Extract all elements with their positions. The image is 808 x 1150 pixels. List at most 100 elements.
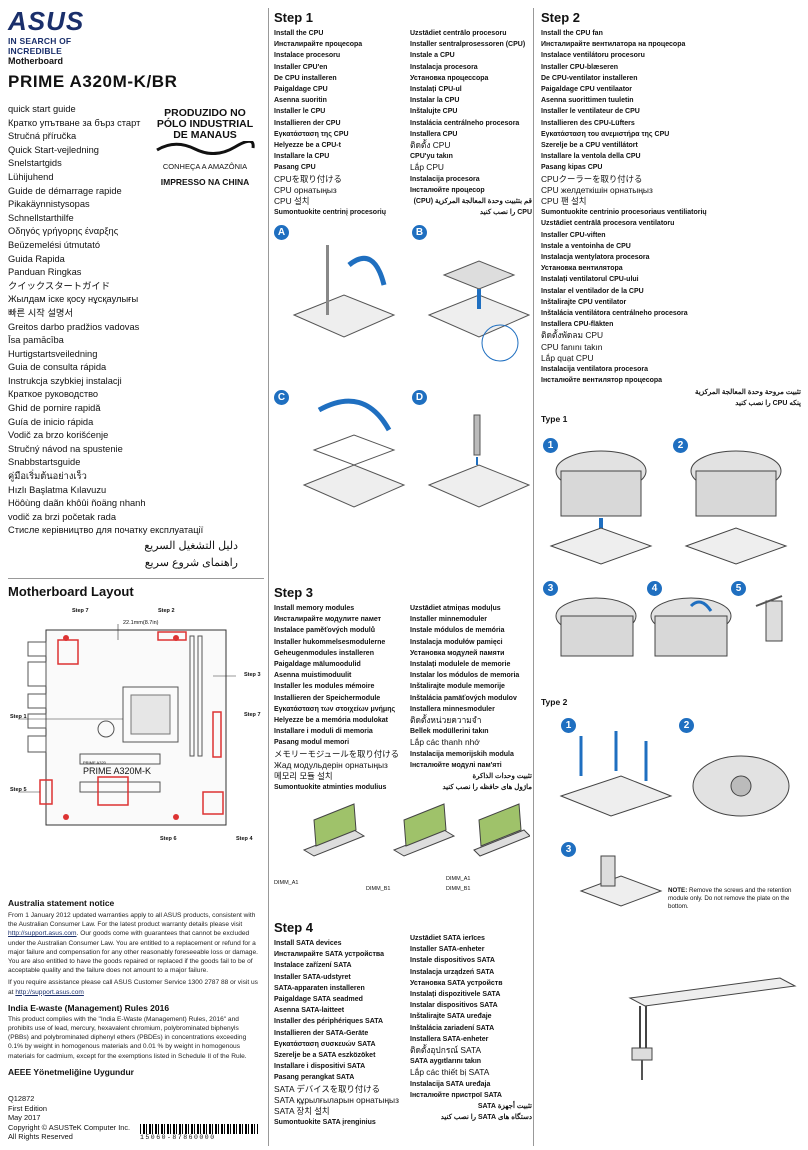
dimm-label: DIMM_B1 <box>366 886 391 892</box>
step4-line: Instalați dispozitivele SATA <box>410 991 501 999</box>
guide-title-rtl: دليل التشغيل السريع <box>144 540 238 552</box>
layout-label-step2: Step 2 <box>158 608 175 614</box>
layout-label-step4: Step 4 <box>236 836 253 842</box>
guide-title: Schnellstarthilfe <box>8 212 74 223</box>
footer-line: Q12872 <box>8 1094 35 1103</box>
guide-title: クイックスタートガイド <box>8 280 110 291</box>
guide-title: Guide de démarrage rapide <box>8 185 122 196</box>
step4-line: Installer des périphériques SATA <box>274 1018 384 1026</box>
step3-line-rtl: تثبيت وحدات الذاكرة <box>472 773 532 781</box>
step1-line: Pasang CPU <box>274 164 316 172</box>
step4-line: Installare i dispositivi SATA <box>274 1063 366 1071</box>
note-label: NOTE: <box>668 887 688 894</box>
step3-line: Installer hukommelsesmodulerne <box>274 638 386 646</box>
step3-title: Step 3 <box>274 585 314 600</box>
step4-line: Sumontuokite SATA įrenginius <box>274 1119 376 1127</box>
step4-line: SATA 장치 설치 <box>274 1106 330 1117</box>
guide-title: Hurtigstartsveiledning <box>8 348 98 359</box>
step4-line: Uzstādiet SATA ierīces <box>410 935 485 942</box>
type2-step3-badge: 3 <box>561 842 576 857</box>
step4-line-rtl: دستگاه های SATA را نصب کنید <box>440 1114 532 1122</box>
step2-line: CPU 팬 설치 <box>541 196 587 207</box>
step4-line: Instalacija SATA uređaja <box>410 1080 491 1088</box>
fig-b-badge: B <box>412 225 427 240</box>
layout-label-step6: Step 6 <box>160 836 177 842</box>
notices: Australia statement notice From 1 Januar… <box>8 898 258 1077</box>
type2-label: Type 2 <box>541 697 568 707</box>
step1-line: Installer le CPU <box>274 108 326 116</box>
type1-step3-badge: 3 <box>543 581 558 596</box>
turkey-title: AEEE Yönetmeliğine Uygundur <box>8 1066 134 1077</box>
step1-line: CPU'yu takın <box>410 153 453 161</box>
type1-figures: 1 2 3 4 5 <box>541 436 801 686</box>
step1-line: Instalați CPU-ul <box>410 86 462 94</box>
step2-line: Installare la ventola della CPU <box>541 153 641 161</box>
step2-line: Instalar el ventilador de la CPU <box>541 287 644 295</box>
support-link-2[interactable]: http://support.asus.com <box>15 988 84 996</box>
step1-line: Paigaldage CPU <box>274 86 328 94</box>
step3-line: Installer minnemoduler <box>410 616 488 624</box>
guide-title: คู่มือเริ่มต้นอย่างเร็ว <box>8 471 87 482</box>
au-assist-text: If you require assistance please call AS… <box>8 979 258 996</box>
step3-line: Installera minnesmoduler <box>410 705 495 713</box>
step2-line: De CPU-ventilator installeren <box>541 74 638 82</box>
step1-title: Step 1 <box>274 10 314 25</box>
sata-illustration <box>628 977 797 1080</box>
guide-title: Краткое руководство <box>8 389 99 400</box>
step1-line: Інсталюйте процесор <box>410 186 485 194</box>
step4-line: Installer SATA-udstyret <box>274 973 351 981</box>
guide-title: Pikakäynnistysopas <box>8 199 90 210</box>
step3-line: Жад модульдерін орнатыңыз <box>274 759 388 770</box>
stamp-line5: IMPRESSO NA CHINA <box>160 177 250 187</box>
step4-line: Paigaldage SATA seadmed <box>274 996 363 1004</box>
guide-title: Guia de consulta rápida <box>8 362 107 373</box>
step4-line: Instale dispositivos SATA <box>410 957 495 965</box>
step1-line: Установка процессора <box>410 74 489 82</box>
step3-line: Asenna muistimoduulit <box>274 672 352 680</box>
step1-line-rtl: CPU را نصب کنید <box>479 209 532 217</box>
guide-title: Höôùng daãn khôûi ñoäng nhanh <box>8 498 146 509</box>
step1-line: Installer CPU'en <box>274 63 328 71</box>
type2-step2-badge: 2 <box>679 718 694 733</box>
step3-line: Інсталюйте модулі пам'яті <box>410 761 502 769</box>
step3-line: Installare i moduli di memoria <box>274 728 373 736</box>
wave-icon <box>156 139 255 155</box>
step2-line: Instalacija ventilatora procesora <box>541 366 648 374</box>
step2-line: Pasang kipas CPU <box>541 164 603 172</box>
step4-line: Installer SATA-enheter <box>410 946 485 954</box>
support-link[interactable]: http://support.asus.com <box>8 930 77 938</box>
step4-line: Установка SATA устройств <box>410 979 503 987</box>
type2-figures: 1 2 3 <box>541 716 801 916</box>
step4-line: Інсталюйте пристрої SATA <box>410 1091 502 1099</box>
step3-line: Paigaldage mälumoodulid <box>274 661 361 669</box>
memory-figures: DIMM_A1 DIMM_A1 DIMM_B1 DIMM_B1 <box>274 800 531 895</box>
step4-line: SATA aygıtlarını takın <box>410 1058 482 1066</box>
stamp-line2: PÓLO INDUSTRIAL <box>156 118 254 130</box>
step1-line: De CPU installeren <box>274 74 337 82</box>
au-paragraph: From 1 January 2012 updated warranties a… <box>8 911 258 975</box>
step1-line: ติดตั้ง CPU <box>410 140 451 151</box>
type2-step1-badge: 1 <box>561 718 576 733</box>
type1-step5-badge: 5 <box>731 581 746 596</box>
sata-figure <box>610 968 800 1088</box>
step3-line: Inštalirajte module memorije <box>410 683 505 691</box>
step2-line: Инсталирайте вентилатора на процесора <box>541 41 686 49</box>
layout-label-step3: Step 3 <box>244 672 261 678</box>
guide-title-rtl: راهنمای شروع سریع <box>144 557 238 569</box>
motherboard-label: Motherboard <box>8 56 63 66</box>
guide-title: Īsa pamācība <box>8 335 64 346</box>
guide-title: Quick Start-vejledning <box>8 144 99 155</box>
step3-line: Lắp các thanh nhớ <box>410 737 480 748</box>
step2-line: CPU желдеткішін орнатыңыз <box>541 184 653 195</box>
step4-line: Install SATA devices <box>274 940 342 947</box>
layout-dimension: 22.1mm(8.7in) <box>123 620 159 626</box>
fig-c-badge: C <box>274 390 289 405</box>
step3-line: Helyezze be a memória modulokat <box>274 717 388 725</box>
step1-line: CPUを取り付ける <box>274 173 342 184</box>
step1-line: Installare la CPU <box>274 153 330 161</box>
type1-label: Type 1 <box>541 414 568 424</box>
